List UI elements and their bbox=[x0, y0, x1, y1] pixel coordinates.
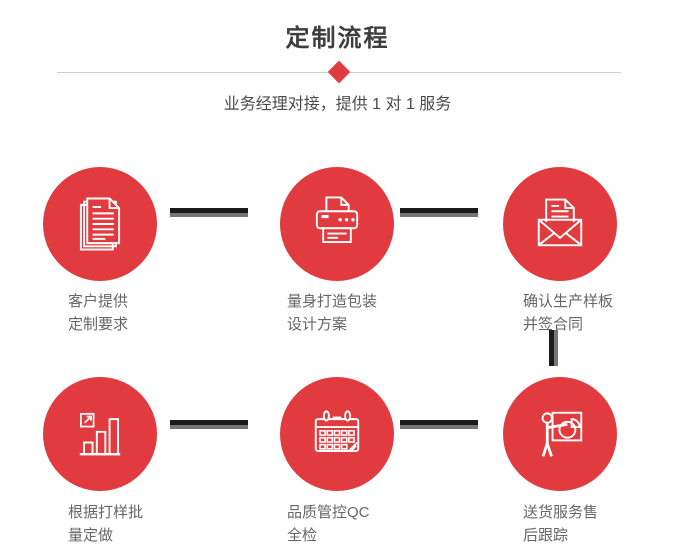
step-1-label: 客户提供 定制要求 bbox=[68, 290, 128, 336]
connector-step3-step6 bbox=[549, 330, 558, 366]
page-title: 定制流程 bbox=[285, 25, 390, 52]
diamond-accent-icon bbox=[327, 60, 351, 84]
step-1-label-line2: 定制要求 bbox=[68, 316, 129, 333]
step-2-circle bbox=[280, 167, 394, 281]
step-3-circle bbox=[503, 167, 617, 281]
connector-step1-step2 bbox=[170, 208, 248, 217]
step-5-label-line2: 全检 bbox=[287, 527, 318, 544]
envelope-icon bbox=[537, 198, 583, 247]
step-4-label-line2: 量定做 bbox=[68, 527, 114, 544]
step-2-label: 量身打造包装 设计方案 bbox=[287, 290, 377, 336]
presentation-icon bbox=[541, 411, 583, 457]
printer-icon bbox=[315, 196, 359, 244]
step-4-circle bbox=[43, 377, 157, 491]
step-3-label-line2: 并签合同 bbox=[523, 316, 584, 333]
step-3-label: 确认生产样板 并签合同 bbox=[523, 290, 613, 336]
step-6-label-line1: 送货服务售 bbox=[523, 504, 599, 521]
step-5-circle bbox=[280, 377, 394, 491]
step-2-label-line2: 设计方案 bbox=[287, 316, 348, 333]
step-6-label-line2: 后跟踪 bbox=[523, 527, 569, 544]
documents-icon bbox=[79, 197, 121, 251]
step-5-label-line1: 品质管控QC bbox=[287, 504, 370, 521]
step-2-label-line1: 量身打造包装 bbox=[287, 293, 378, 310]
connector-step4-step5 bbox=[170, 420, 248, 429]
step-4-label-line1: 根据打样批 bbox=[68, 504, 144, 521]
step-1-circle bbox=[43, 167, 157, 281]
subtitle: 业务经理对接，提供 1 对 1 服务 bbox=[223, 96, 452, 113]
step-4-label: 根据打样批 量定做 bbox=[68, 501, 143, 547]
connector-step2-step3 bbox=[400, 208, 478, 217]
step-6-circle bbox=[503, 377, 617, 491]
step-1-label-line1: 客户提供 bbox=[68, 293, 129, 310]
bar-chart-icon bbox=[79, 412, 121, 456]
step-3-label-line1: 确认生产样板 bbox=[523, 293, 614, 310]
calendar-icon bbox=[314, 410, 360, 452]
step-5-label: 品质管控QC 全检 bbox=[287, 501, 370, 547]
connector-step5-step6 bbox=[400, 420, 478, 429]
step-6-label: 送货服务售 后跟踪 bbox=[523, 501, 598, 547]
